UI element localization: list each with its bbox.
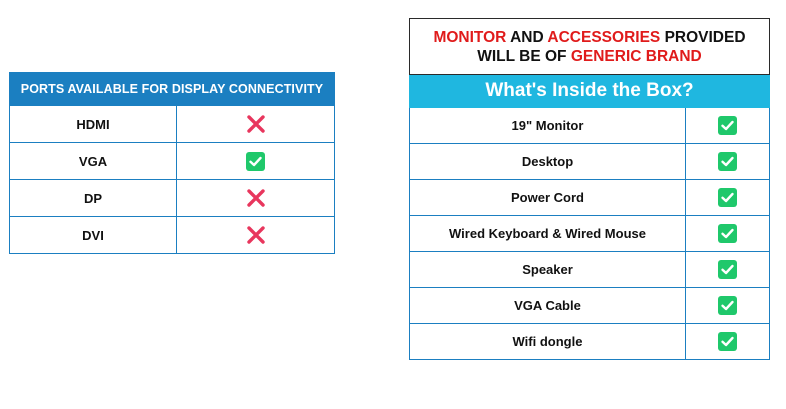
notice-will-be-of: WILL BE OF: [477, 47, 571, 65]
port-status: [176, 105, 335, 143]
port-label: DP: [9, 179, 177, 217]
box-item-status: [685, 179, 770, 216]
generic-brand-notice: MONITOR AND ACCESSORIES PROVIDED WILL BE…: [409, 18, 770, 75]
check-icon: [718, 152, 737, 171]
table-row: Power Cord: [409, 179, 770, 216]
table-row: Speaker: [409, 251, 770, 288]
port-label: HDMI: [9, 105, 177, 143]
notice-accessories: ACCESSORIES: [547, 28, 661, 46]
box-item-status: [685, 287, 770, 324]
box-item-status: [685, 323, 770, 360]
check-icon: [718, 224, 737, 243]
box-item-label: Power Cord: [409, 179, 686, 216]
table-row: Wifi dongle: [409, 323, 770, 360]
table-row: Desktop: [409, 143, 770, 180]
box-contents-table: MONITOR AND ACCESSORIES PROVIDED WILL BE…: [409, 18, 770, 360]
table-row: VGA: [9, 142, 335, 180]
port-label: DVI: [9, 216, 177, 254]
box-item-label: 19" Monitor: [409, 107, 686, 144]
check-icon: [718, 260, 737, 279]
box-item-label: VGA Cable: [409, 287, 686, 324]
port-label: VGA: [9, 142, 177, 180]
table-row: Wired Keyboard & Wired Mouse: [409, 215, 770, 252]
port-status: [176, 179, 335, 217]
box-item-status: [685, 107, 770, 144]
notice-monitor: MONITOR: [433, 28, 507, 46]
box-table-header: What's Inside the Box?: [409, 74, 770, 108]
box-item-label: Desktop: [409, 143, 686, 180]
box-item-status: [685, 251, 770, 288]
check-icon: [246, 151, 265, 171]
ports-table: PORTS AVAILABLE FOR DISPLAY CONNECTIVITY…: [9, 72, 335, 254]
table-row: HDMI: [9, 105, 335, 143]
cross-icon: [246, 114, 266, 134]
cross-icon: [246, 225, 266, 245]
check-icon: [718, 116, 737, 135]
notice-provided: PROVIDED: [660, 28, 746, 46]
table-row: DP: [9, 179, 335, 217]
notice-and: AND: [506, 28, 548, 46]
cross-icon: [246, 188, 266, 208]
ports-table-header: PORTS AVAILABLE FOR DISPLAY CONNECTIVITY: [9, 72, 335, 106]
table-row: DVI: [9, 216, 335, 254]
table-row: VGA Cable: [409, 287, 770, 324]
notice-generic-brand: GENERIC BRAND: [570, 47, 702, 65]
box-item-label: Wifi dongle: [409, 323, 686, 360]
box-item-label: Speaker: [409, 251, 686, 288]
box-item-label: Wired Keyboard & Wired Mouse: [409, 215, 686, 252]
check-icon: [718, 296, 737, 315]
box-item-status: [685, 143, 770, 180]
port-status: [176, 142, 335, 180]
check-icon: [718, 188, 737, 207]
check-icon: [718, 332, 737, 351]
table-row: 19" Monitor: [409, 107, 770, 144]
port-status: [176, 216, 335, 254]
box-item-status: [685, 215, 770, 252]
